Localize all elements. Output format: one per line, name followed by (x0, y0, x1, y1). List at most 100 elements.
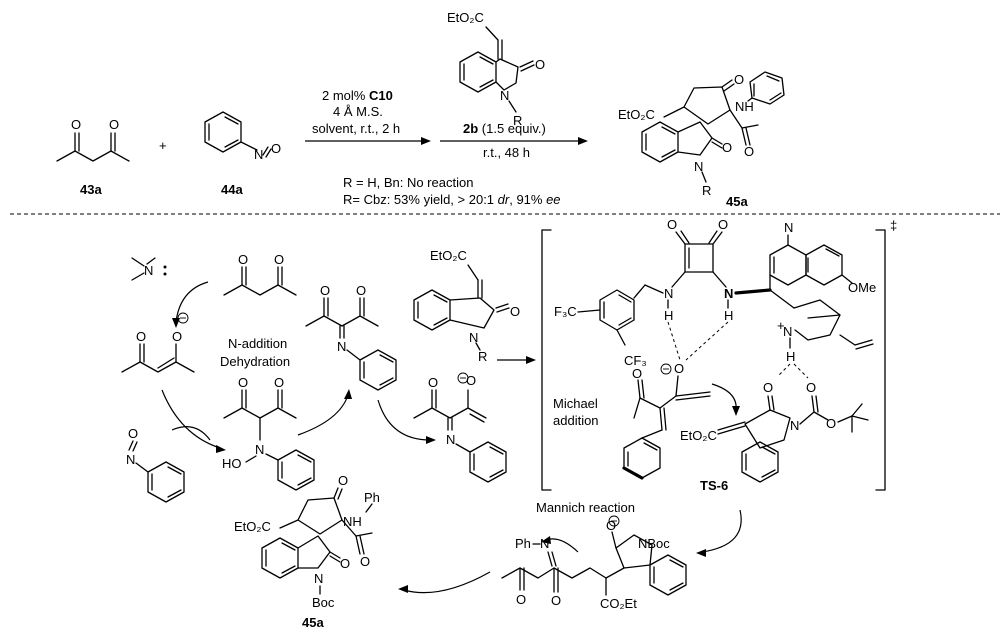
atom-o: O (763, 380, 773, 395)
atom-r: R (513, 113, 522, 128)
mannich-intermediate: Ph N O O CO₂Et O NBoc (501, 515, 687, 611)
atom-o: O (356, 283, 366, 298)
atom-n: N (724, 286, 733, 301)
group-ho: HO (222, 456, 242, 471)
group-ph: Ph (364, 490, 380, 505)
acetylacetone-mech-structure: O O (223, 252, 297, 296)
enolate-structure: O O (121, 312, 195, 373)
group-etO2C: EtO₂C (618, 107, 655, 122)
curved-arrow-nucleophile (171, 426, 211, 441)
atom-o: O (172, 329, 182, 344)
atom-o: O (238, 252, 248, 267)
curved-arrow-deprotonation (175, 281, 209, 323)
condition-reagent-2b: 2b (1.5 equiv.) (463, 121, 546, 136)
curved-arrow-dehydration (297, 394, 349, 436)
atom-o: O (510, 304, 520, 319)
curved-arrow-addition (161, 389, 221, 449)
atom-o: O (428, 375, 438, 390)
atom-nh: NH (343, 514, 362, 529)
group-boc: Boc (312, 595, 335, 610)
hbond-4 (793, 363, 809, 379)
atom-n: N (255, 442, 264, 457)
curved-arrow-enolization (377, 399, 431, 441)
atom-o: O (722, 140, 732, 155)
label-mannich: Mannich reaction (536, 500, 635, 515)
oxindole-mech-structure: EtO₂C O N R (413, 248, 520, 364)
ts-bracket-left (541, 229, 552, 491)
atom-r: R (478, 349, 487, 364)
atom-o: O (320, 283, 330, 298)
atom-n: N (694, 159, 703, 174)
svg-text:+: + (777, 318, 785, 333)
nitrosobenzene-mech-structure: O N (126, 426, 185, 503)
compound-label-43a: 43a (80, 182, 102, 197)
hydroxylamine-intermediate-structure: O O N HO (222, 375, 315, 491)
atom-n: N (783, 324, 792, 339)
atom-n: N (126, 452, 135, 467)
atom-o: O (238, 375, 248, 390)
atom-h: H (664, 308, 673, 323)
step-n-addition: N-addition (228, 336, 287, 351)
oxindole-2b-structure: EtO₂C O N R (447, 10, 545, 128)
tertiary-amine-structure: N (131, 257, 167, 281)
atom-o: O (674, 361, 684, 376)
atom-n: N (784, 220, 793, 235)
label-michael: Michael (553, 396, 598, 411)
atom-o: O (826, 416, 836, 431)
atom-o: O (136, 329, 146, 344)
compound-label-45a-top: 45a (726, 194, 748, 209)
ts-bracket-right (875, 229, 886, 491)
group-ph: Ph (515, 536, 531, 551)
atom-n: N (664, 286, 673, 301)
atom-o: O (632, 366, 642, 381)
nitrosobenzene-44a-structure: N O (204, 111, 281, 162)
atom-o: O (667, 217, 677, 232)
compound-label-44a: 44a (221, 182, 243, 197)
ts-oxindole: EtO₂C O N O O (680, 380, 869, 483)
group-co2et: CO₂Et (600, 596, 637, 611)
group-cf3: CF₃ (624, 353, 647, 368)
atom-o: O (744, 144, 754, 159)
product-45a-structure-top: EtO₂C O NH O O N R (618, 71, 785, 198)
curved-arrow-to-product (403, 571, 491, 594)
atom-nh: NH (735, 99, 754, 114)
dienolate-structure: O O N (413, 372, 507, 483)
curved-arrow-mannich (545, 538, 579, 553)
atom-n: N (314, 571, 323, 586)
atom-o: O (274, 252, 284, 267)
atom-n: N (144, 263, 153, 278)
atom-o: O (806, 380, 816, 395)
hbond-2 (685, 321, 729, 361)
note-no-reaction: R = H, Bn: No reaction (343, 175, 473, 190)
atom-o: O (274, 375, 284, 390)
atom-n: N (469, 330, 478, 345)
atom-r: R (702, 183, 711, 198)
atom-o: O (271, 141, 281, 156)
ts-dienolate: O O (622, 361, 711, 480)
atom-o: O (338, 473, 348, 488)
atom-o: O (516, 592, 526, 607)
plus-sign: + (159, 138, 167, 153)
atom-h: H (786, 349, 795, 364)
atom-o: O (551, 593, 561, 608)
condition-sieves: 4 Å M.S. (333, 104, 383, 119)
atom-o: O (128, 426, 138, 441)
atom-n: N (790, 418, 799, 433)
atom-o: O (109, 117, 119, 132)
atom-h: H (724, 308, 733, 323)
atom-n: N (337, 339, 346, 354)
condition-catalyst: 2 mol% C10 (322, 88, 393, 103)
product-45a-structure-bottom: EtO₂C O Ph NH O O N Boc (234, 473, 380, 610)
curved-arrow-to-mannich (701, 509, 742, 553)
group-cf3: F₃C (554, 304, 577, 319)
atom-n: N (500, 88, 509, 103)
atom-n: N (254, 147, 263, 162)
cinchona-scaffold: N OMe N + H (769, 220, 876, 364)
group-etO2C: EtO₂C (234, 519, 271, 534)
atom-o: O (466, 373, 476, 388)
compound-label-45a-bottom: 45a (302, 615, 324, 630)
note-result: R= Cbz: 53% yield, > 20:1 dr, 91% ee (343, 192, 561, 207)
imine-intermediate-structure: O O N (305, 283, 397, 391)
atom-o: O (71, 117, 81, 132)
atom-o: O (734, 72, 744, 87)
